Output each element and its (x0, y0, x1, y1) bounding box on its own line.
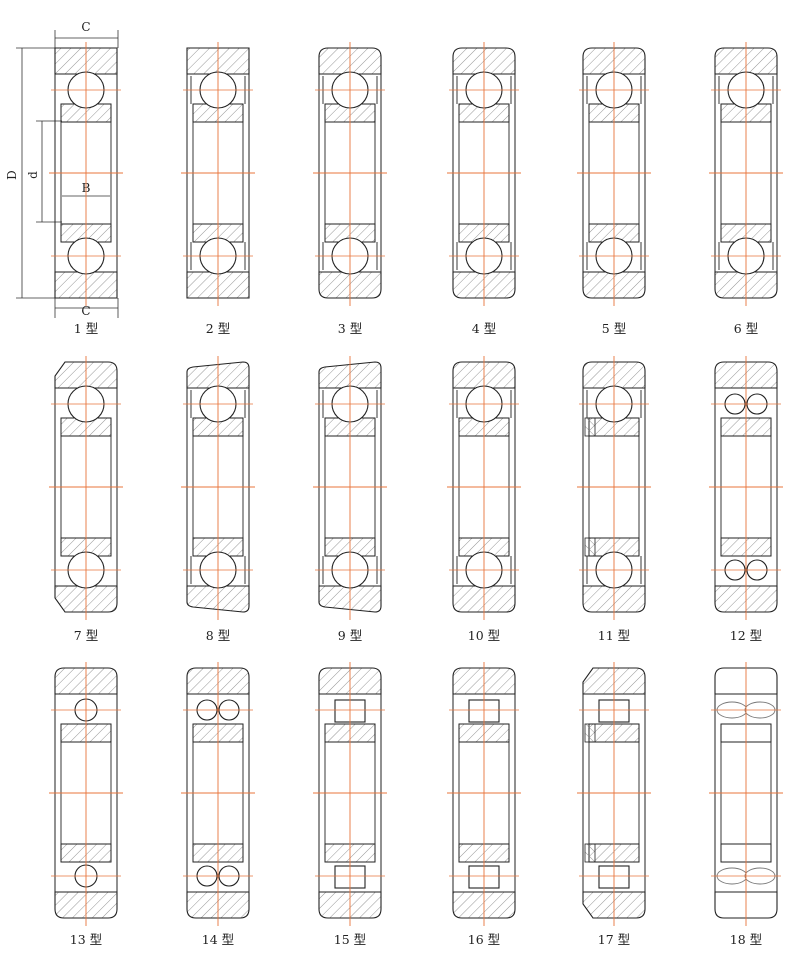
type-label: 11 型 (598, 628, 630, 643)
type-label: 6 型 (734, 321, 758, 336)
bearing-9: 9 型 (313, 356, 387, 643)
bearing-12: 12 型 (709, 356, 783, 643)
bearing-8: 8 型 (181, 356, 255, 643)
dim-label-d-outer: D (5, 170, 19, 180)
bearing-4: 4 型 (447, 42, 521, 336)
bearing-16: 16 型 (447, 662, 521, 947)
bearing-5: 5 型 (577, 42, 651, 336)
type-label: 3 型 (338, 321, 362, 336)
type-label: 9 型 (338, 628, 362, 643)
bearing-18: 18 型 (709, 662, 783, 947)
type-label: 13 型 (70, 932, 102, 947)
bearing-6: 6 型 (709, 42, 783, 336)
bearing-7: 7 型 (49, 356, 123, 643)
bearing-17: 17 型 (577, 662, 651, 947)
type-label: 2 型 (206, 321, 230, 336)
dim-label-d-bore: d (26, 171, 40, 179)
outer-ring-top (714, 667, 778, 695)
type-label: 8 型 (206, 628, 230, 643)
inner-step-top (584, 723, 596, 743)
inner-step-top (584, 417, 596, 437)
bearing-11: 11 型 (577, 356, 651, 643)
type-label: 5 型 (602, 321, 626, 336)
bearing-3: 3 型 (313, 42, 387, 336)
bearing-2: 2 型 (181, 42, 255, 336)
type-label: 15 型 (334, 932, 366, 947)
bearing-10: 10 型 (447, 356, 521, 643)
bearing-13: 13 型 (49, 662, 123, 947)
bearing-1: 1 型 (49, 42, 123, 336)
bearing-15: 15 型 (313, 662, 387, 947)
type-label: 12 型 (730, 628, 762, 643)
dim-label-c-bottom: C (81, 304, 90, 318)
type-label: 14 型 (202, 932, 234, 947)
dim-label-c-top: C (81, 20, 90, 34)
type-label: 17 型 (598, 932, 630, 947)
inner-step-bottom (584, 843, 596, 863)
type-label: 18 型 (730, 932, 762, 947)
type-label: 7 型 (74, 628, 98, 643)
bearing-14: 14 型 (181, 662, 255, 947)
type-label: 10 型 (468, 628, 500, 643)
type-label: 1 型 (74, 321, 98, 336)
type-label: 4 型 (472, 321, 496, 336)
type-label: 16 型 (468, 932, 500, 947)
inner-step-bottom (584, 537, 596, 557)
outer-ring-bottom (714, 891, 778, 919)
